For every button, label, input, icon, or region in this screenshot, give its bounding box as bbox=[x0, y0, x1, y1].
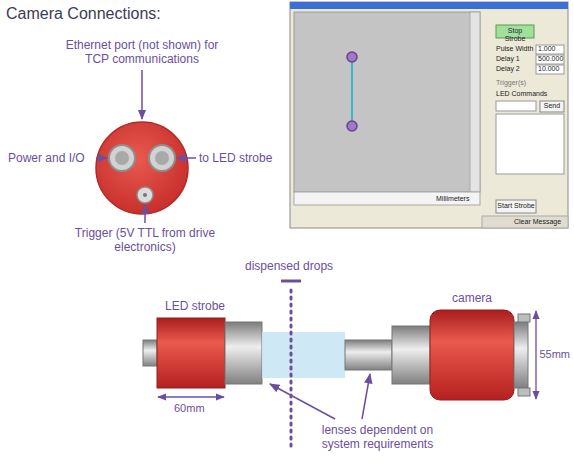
callout-label: lenses dependent on system requirements bbox=[310, 423, 445, 452]
ui-field-label: Delay 1 bbox=[496, 55, 520, 63]
part-label: dispensed drops bbox=[245, 259, 333, 273]
callout-label: to LED strobe bbox=[199, 151, 272, 165]
ui-button-text: Stop Strobe bbox=[497, 27, 533, 44]
ui-status-text: Millimeters bbox=[436, 195, 469, 203]
ui-field-value: 10.000 bbox=[538, 65, 559, 73]
part-label: LED strobe bbox=[165, 299, 225, 313]
dimension-label: 60mm bbox=[174, 402, 205, 415]
ui-field-label: LED Commands bbox=[496, 90, 547, 98]
connector-face bbox=[96, 122, 188, 214]
callout-label: Trigger (5V TTL from drive electronics) bbox=[70, 226, 220, 255]
part-label: camera bbox=[452, 291, 492, 305]
ui-field-value: 500.000 bbox=[538, 55, 563, 63]
dispensed-drops bbox=[281, 281, 301, 446]
callout-label: Ethernet port (not shown) for TCP commun… bbox=[57, 38, 227, 67]
leader-lines bbox=[96, 70, 196, 223]
strobe-camera-setup bbox=[143, 310, 530, 400]
ui-status-text: Clear Message bbox=[514, 218, 561, 226]
ui-field-value: 1.000 bbox=[538, 45, 556, 53]
software-screenshot bbox=[290, 2, 568, 228]
ui-field-label: Trigger(s) bbox=[496, 79, 526, 87]
ui-button-text: Send bbox=[540, 102, 564, 110]
callout-label: Power and I/O bbox=[8, 151, 85, 165]
lens-leaders bbox=[270, 374, 370, 419]
dimension-label: 55mm bbox=[539, 348, 570, 361]
dimension-arrows bbox=[158, 311, 536, 399]
diagram-title: Camera Connections: bbox=[6, 4, 161, 23]
ui-field-label: Delay 2 bbox=[496, 65, 520, 73]
ui-field-label: Pulse Width bbox=[496, 45, 533, 53]
ui-button-text: Start Strobe bbox=[496, 202, 536, 210]
